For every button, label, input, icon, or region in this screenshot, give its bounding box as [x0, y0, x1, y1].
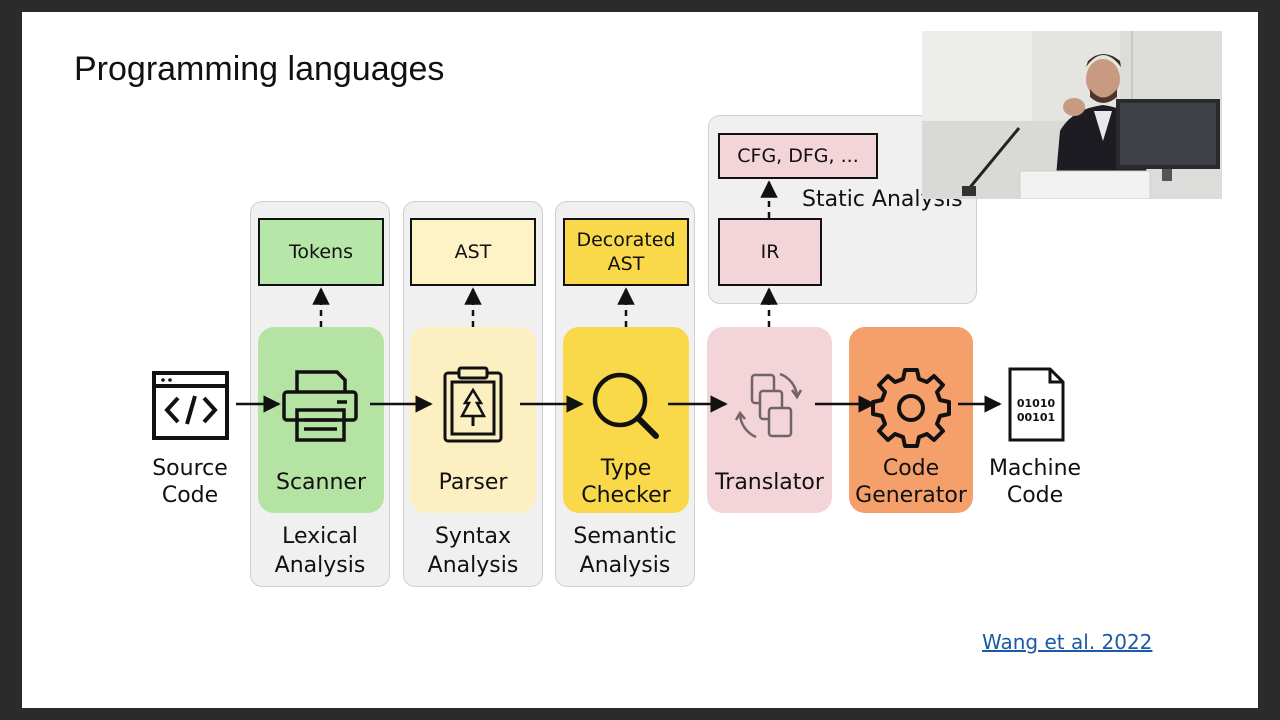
presenter-webcam-video	[922, 31, 1222, 199]
cfg-dfg-box: CFG, DFG, ...	[718, 133, 878, 179]
machine-code-label: Machine Code	[975, 455, 1095, 509]
slide-title: Programming languages	[74, 50, 445, 88]
decorated-ast-line1: Decorated	[576, 229, 676, 251]
machine-code-line2: Code	[1006, 483, 1064, 508]
syntax-line1: Syntax	[434, 524, 512, 549]
svg-text:00101: 00101	[1017, 411, 1055, 424]
code-generator-label: Code Generator	[849, 455, 973, 509]
binary-file-icon: 01010 00101	[1008, 367, 1065, 442]
ir-box: IR	[718, 218, 822, 286]
type-checker-line1: Type	[600, 456, 652, 481]
syntax-line2: Analysis	[427, 553, 519, 578]
gear-icon	[871, 368, 951, 448]
webcam-scene	[922, 31, 1222, 199]
magnifier-icon	[592, 372, 659, 439]
translator-label: Translator	[715, 470, 824, 495]
scanner-label: Scanner	[275, 470, 366, 495]
printer-icon	[282, 370, 358, 442]
lexical-line2: Analysis	[274, 553, 366, 578]
semantic-line2: Analysis	[579, 553, 671, 578]
ast-label: AST	[454, 241, 492, 263]
semantic-line1: Semantic	[573, 524, 677, 549]
cfg-dfg-label: CFG, DFG, ...	[737, 145, 859, 167]
type-checker-label: Type Checker	[563, 455, 689, 509]
lexical-analysis-label: Lexical Analysis	[250, 522, 390, 580]
source-code-line2: Code	[161, 483, 219, 508]
citation-link[interactable]: Wang et al. 2022	[982, 630, 1153, 654]
source-code-line1: Source	[152, 456, 228, 481]
code-generator-line1: Code	[882, 456, 940, 481]
type-checker-line2: Checker	[581, 483, 671, 508]
semantic-analysis-label: Semantic Analysis	[555, 522, 695, 580]
code-file-icon	[152, 371, 229, 440]
machine-code-line1: Machine	[988, 456, 1082, 481]
translate-icon	[734, 372, 803, 439]
code-generator-line2: Generator	[855, 483, 967, 508]
clipboard-tree-icon	[443, 366, 503, 443]
tokens-box: Tokens	[258, 218, 384, 286]
syntax-analysis-label: Syntax Analysis	[403, 522, 543, 580]
tokens-label: Tokens	[289, 241, 353, 263]
svg-text:01010: 01010	[1017, 397, 1056, 410]
lexical-line1: Lexical	[282, 524, 358, 549]
ir-label: IR	[760, 241, 780, 263]
parser-label: Parser	[438, 470, 508, 495]
decorated-ast-line2: AST	[607, 253, 645, 275]
ast-box: AST	[410, 218, 536, 286]
type-checker-box	[563, 327, 689, 513]
decorated-ast-box: Decorated AST	[563, 218, 689, 286]
source-code-label: Source Code	[130, 455, 250, 509]
